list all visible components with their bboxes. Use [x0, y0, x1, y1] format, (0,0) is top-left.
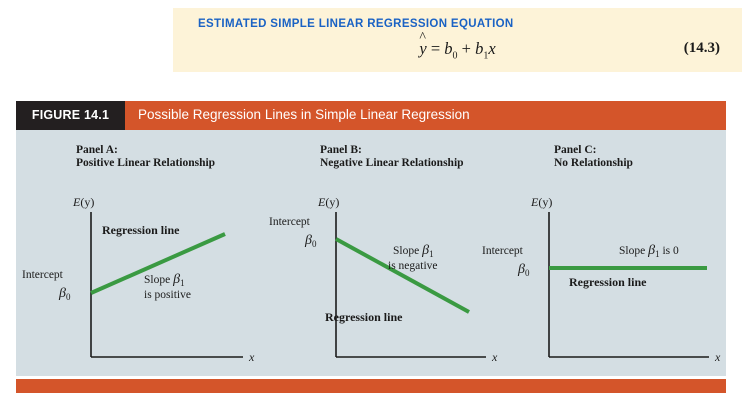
panel-b-title: Panel B: Negative Linear Relationship	[320, 144, 464, 170]
panel-c-intercept-label: Intercept	[482, 245, 524, 257]
panel-c-title: Panel C: No Relationship	[554, 144, 633, 170]
figure-number-tag: FIGURE 14.1	[16, 101, 125, 130]
panel-b-regression-caption: Regression line	[325, 310, 403, 324]
panel-b-plot: E(y) x Intercept β0 Regression line Slop…	[269, 195, 498, 364]
panel-a: Panel A: Positive Linear Relationship E(…	[16, 130, 260, 376]
figure-title-label: Possible Regression Lines in Simple Line…	[138, 107, 470, 122]
panel-a-title-line1: Panel A:	[76, 144, 118, 156]
equation-callout-title: ESTIMATED SIMPLE LINEAR REGRESSION EQUAT…	[198, 18, 514, 30]
panel-b-x-axis-label: x	[491, 350, 498, 364]
figure-title-bar: Possible Regression Lines in Simple Line…	[125, 101, 726, 130]
panel-b-title-line2: Negative Linear Relationship	[320, 157, 464, 169]
panel-b-y-axis-label: E(y)	[317, 195, 339, 209]
panel-a-plot: E(y) x Intercept β0 Regression line Slop…	[22, 195, 255, 364]
equals-sign: =	[430, 39, 441, 58]
equation-callout-box: ESTIMATED SIMPLE LINEAR REGRESSION EQUAT…	[173, 8, 742, 72]
panel-b-slope-line2: is negative	[388, 260, 438, 272]
y-variable: y	[419, 39, 427, 58]
panel-a-slope-line2: is positive	[144, 289, 191, 301]
panel-a-y-axis-label: E(y)	[72, 195, 94, 209]
panel-c-title-line2: No Relationship	[554, 157, 633, 169]
panel-a-x-axis-label: x	[248, 350, 255, 364]
panel-b-title-line1: Panel B:	[320, 144, 362, 156]
panel-a-intercept-symbol: β0	[58, 286, 71, 302]
figure-header: FIGURE 14.1 Possible Regression Lines in…	[16, 101, 726, 130]
panel-b-intercept-symbol: β0	[304, 233, 317, 249]
figure-footer-bar	[16, 379, 726, 393]
panel-a-title-line2: Positive Linear Relationship	[76, 157, 216, 169]
y-hat-symbol: ^y	[419, 31, 427, 59]
panel-a-regression-caption: Regression line	[102, 223, 180, 237]
panel-c-y-axis-label: E(y)	[530, 195, 552, 209]
panel-c: Panel C: No Relationship E(y) x Intercep…	[482, 130, 726, 376]
panel-a-regression-line	[90, 232, 226, 295]
figure-number-label: FIGURE 14.1	[31, 108, 110, 122]
b1-variable: b	[475, 39, 484, 58]
panel-b-intercept-label: Intercept	[269, 216, 311, 228]
plus-sign: +	[461, 39, 471, 58]
panel-c-plot: E(y) x Intercept β0 Regression line Slop…	[482, 195, 721, 364]
panel-b: Panel B: Negative Linear Relationship E(…	[260, 130, 499, 376]
b0-subscript: 0	[452, 50, 458, 62]
panel-c-slope-annotation: Slope β1 is 0	[619, 243, 679, 259]
panel-c-x-axis-label: x	[714, 350, 721, 364]
figure-body: Panel A: Positive Linear Relationship E(…	[16, 130, 726, 376]
panel-c-regression-caption: Regression line	[569, 275, 647, 289]
panel-b-regression-line	[335, 237, 470, 314]
panel-a-slope-line1: Slope β1	[144, 272, 185, 288]
x-variable: x	[488, 39, 496, 58]
panel-a-title: Panel A: Positive Linear Relationship	[76, 144, 215, 170]
b0-variable: b	[444, 39, 453, 58]
panel-c-title-line1: Panel C:	[554, 144, 597, 156]
equation-number: (14.3)	[683, 40, 720, 56]
panel-b-slope-line1: Slope β1	[393, 243, 434, 259]
panel-c-intercept-symbol: β0	[517, 262, 530, 278]
b1-subscript: 1	[483, 50, 489, 62]
circumflex-icon: ^	[419, 30, 426, 45]
panel-a-intercept-label: Intercept	[22, 269, 64, 281]
regression-equation-formula: ^y = b0 + b1x	[173, 31, 742, 62]
